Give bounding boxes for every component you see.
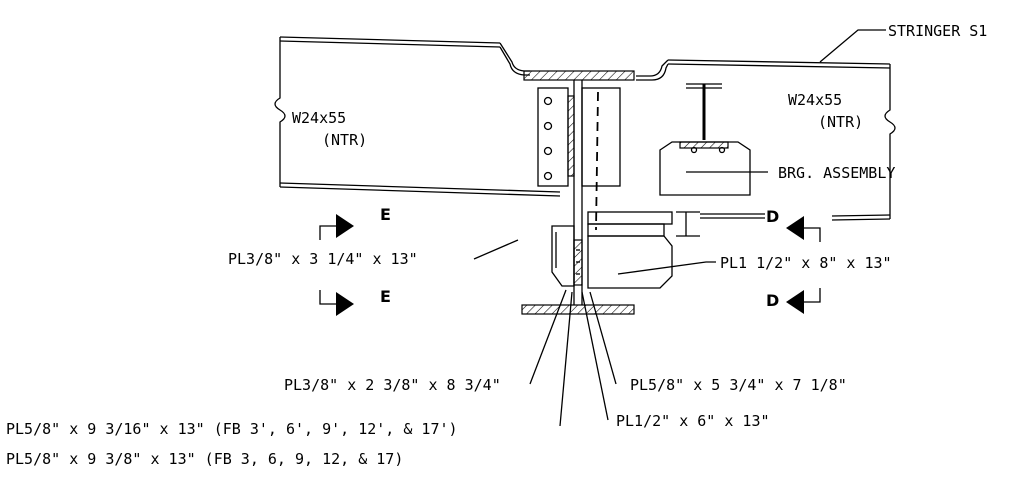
leader-lines — [473, 239, 716, 427]
beam-left-size: W24x55 — [292, 109, 346, 127]
plate-c2-label: PL5/8" x 9 3/8" x 13" (FB 3, 6, 9, 12, &… — [6, 450, 403, 468]
section-marker-d — [786, 216, 821, 314]
plate-c1-label: PL5/8" x 9 3/16" x 13" (FB 3', 6', 9', 1… — [6, 420, 458, 438]
right-stringer-beam — [636, 59, 896, 221]
beam-right-note: (NTR) — [818, 113, 863, 131]
section-marker-e — [319, 214, 354, 316]
left-stringer-beam — [274, 36, 561, 197]
stringer-label: STRINGER S1 — [888, 22, 987, 40]
floor-beam-section — [521, 70, 635, 315]
connection-angle — [537, 87, 621, 231]
plate-a-label: PL3/8" x 2 3/8" x 8 3/4" — [284, 376, 501, 394]
plate-right-label: PL1 1/2" x 8" x 13" — [720, 254, 892, 272]
section-e-top: E — [380, 205, 391, 224]
brg-assembly-label: BRG. ASSEMBLY — [778, 164, 895, 182]
plate-left-label: PL3/8" x 3 1/4" x 13" — [228, 250, 418, 268]
seat-plates — [551, 211, 700, 289]
plate-b-label: PL5/8" x 5 3/4" x 7 1/8" — [630, 376, 847, 394]
section-d-bottom: D — [766, 291, 779, 310]
section-e-bottom: E — [380, 287, 391, 306]
section-d-top: D — [766, 207, 779, 226]
beam-right-size: W24x55 — [788, 91, 842, 109]
plate-d-label: PL1/2" x 6" x 13" — [616, 412, 770, 430]
bearing-assembly — [659, 83, 768, 196]
beam-left-note: (NTR) — [322, 131, 367, 149]
